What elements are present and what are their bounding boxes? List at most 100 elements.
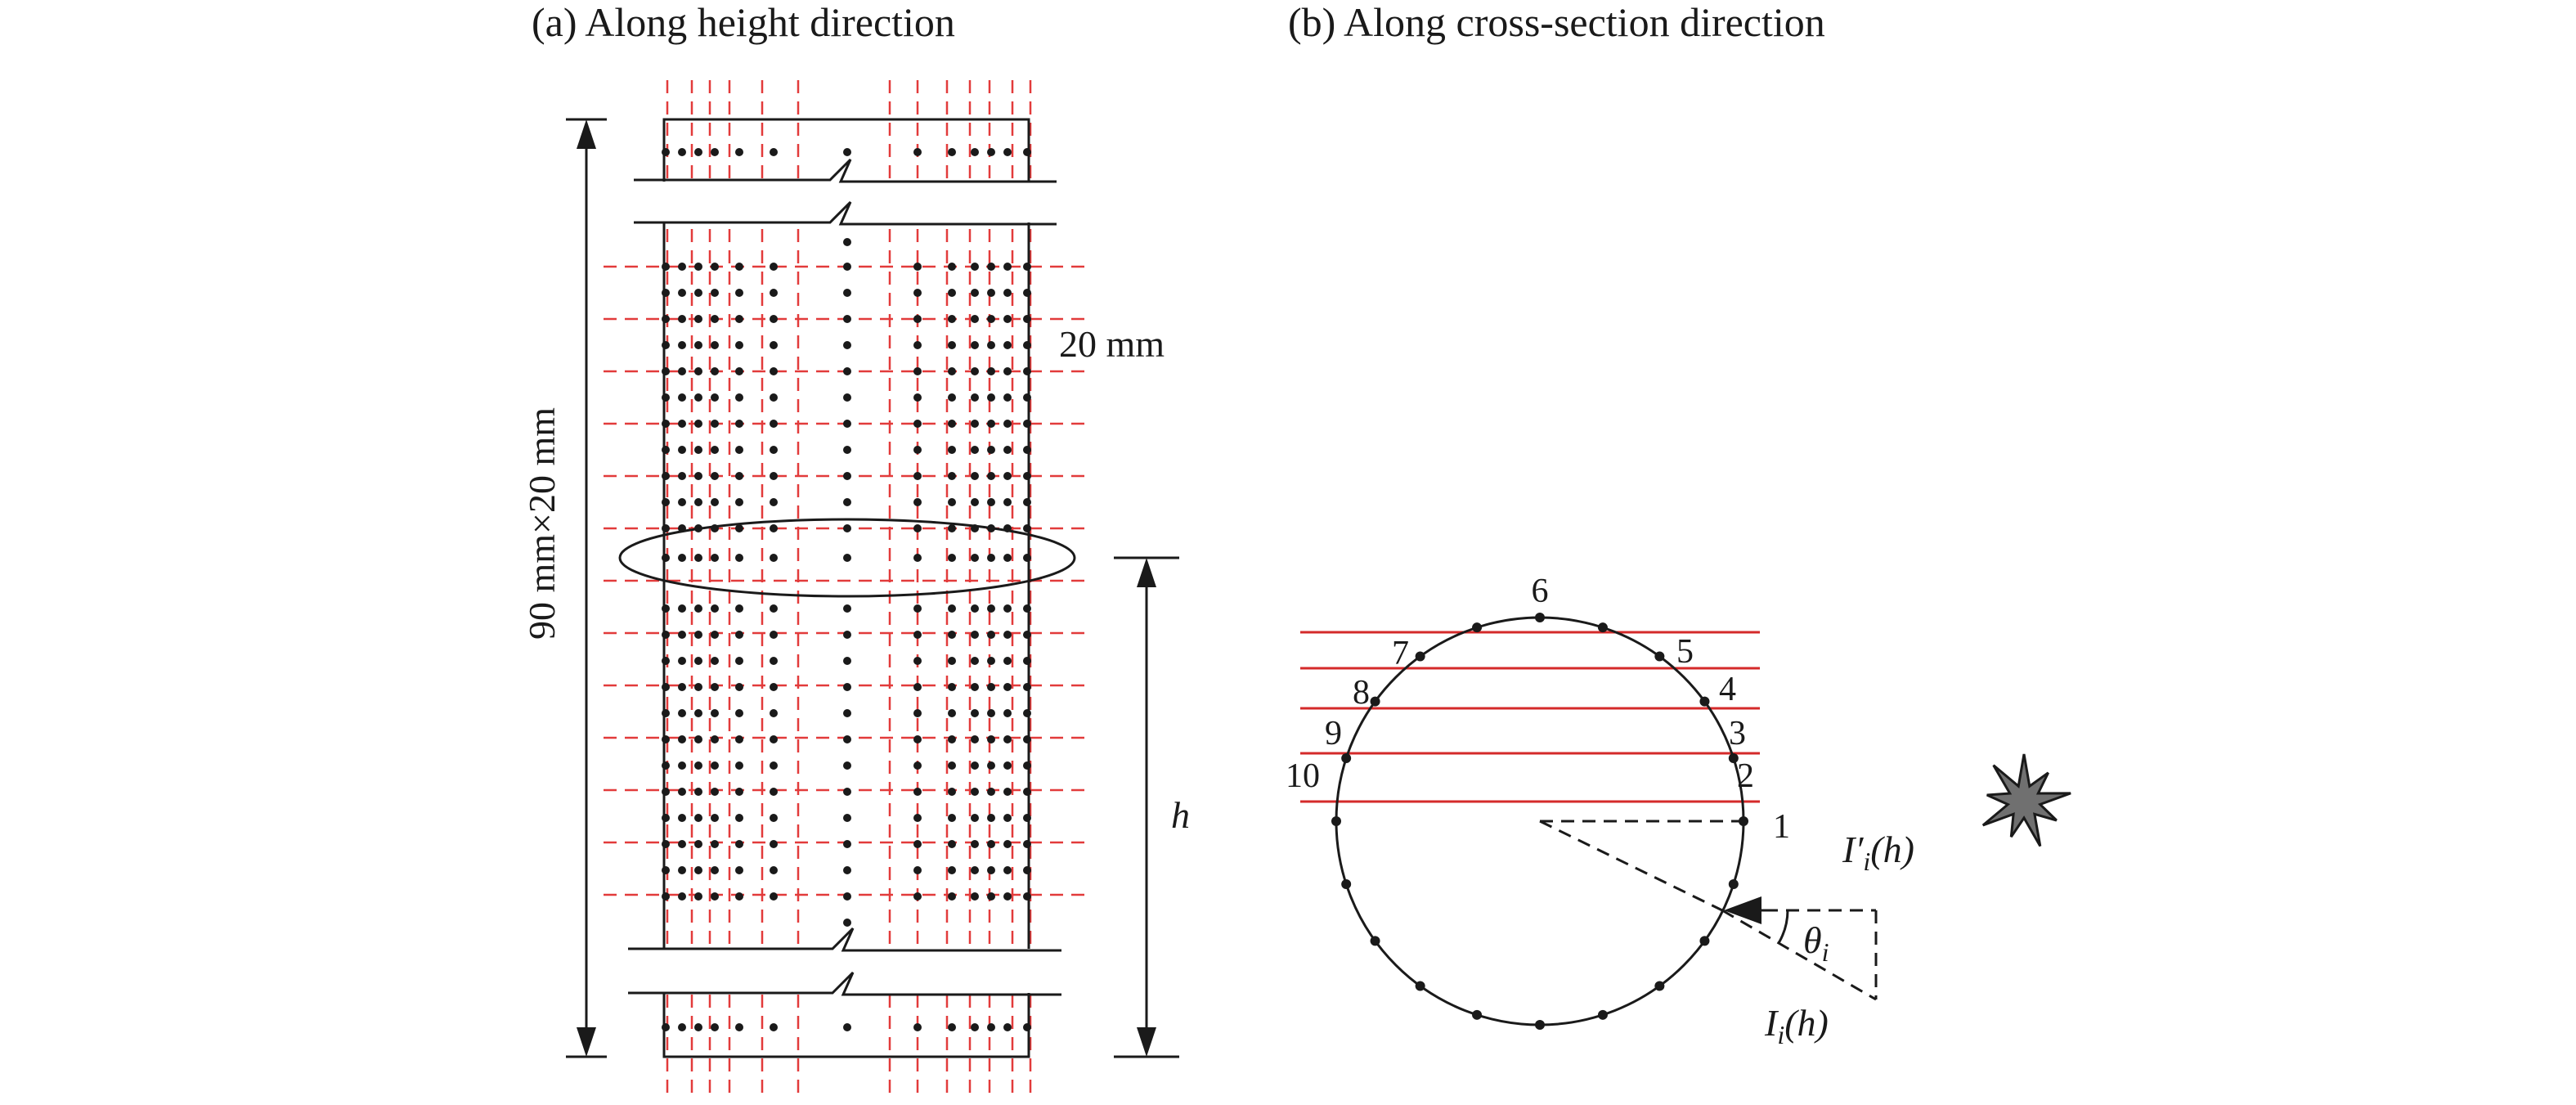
panel-b-cross-section: (b) Along cross-section direction 123456… [1286, 0, 2071, 1049]
refracted-intensity-label: Ii(h) [1764, 1002, 1829, 1049]
measurement-point [711, 315, 719, 323]
measurement-point [843, 393, 851, 402]
measurement-point [770, 148, 778, 156]
measurement-point [1003, 315, 1012, 323]
height-h-label: h [1171, 794, 1190, 836]
measurement-point [711, 1023, 719, 1031]
measurement-point [1023, 393, 1031, 402]
measurement-point [987, 761, 995, 770]
measurement-point [843, 524, 851, 532]
measurement-point [678, 341, 686, 349]
height-h-dimension [1114, 556, 1179, 1058]
measurement-point [678, 367, 686, 375]
measurement-point [948, 446, 956, 454]
measurement-point [987, 683, 995, 691]
point-label-1: 1 [1773, 808, 1790, 846]
measurement-point [662, 315, 670, 323]
measurement-point [770, 683, 778, 691]
measurement-point [1003, 814, 1012, 822]
measurement-point [711, 761, 719, 770]
measurement-point [843, 866, 851, 874]
red-chord-lines [1300, 631, 1760, 803]
measurement-point [971, 814, 979, 822]
measurement-point [694, 1023, 702, 1031]
measurement-point [1023, 892, 1031, 901]
measurement-point [678, 263, 686, 271]
measurement-point [948, 554, 956, 562]
measurement-point [662, 472, 670, 480]
measurement-point [948, 892, 956, 901]
measurement-point [987, 263, 995, 271]
circumference-point [1535, 1020, 1545, 1030]
measurement-point [1023, 420, 1031, 428]
measurement-point [913, 788, 922, 796]
measurement-point [913, 341, 922, 349]
measurement-point [948, 814, 956, 822]
measurement-point [971, 148, 979, 156]
circumference-point [1415, 981, 1425, 991]
measurement-point [770, 761, 778, 770]
measurement-point [711, 420, 719, 428]
measurement-point [662, 709, 670, 717]
measurement-point [770, 604, 778, 613]
measurement-point [971, 554, 979, 562]
measurement-point [913, 289, 922, 297]
measurement-point [948, 657, 956, 665]
measurement-point [948, 709, 956, 717]
measurement-point [1003, 289, 1012, 297]
point-label-9: 9 [1325, 715, 1342, 752]
measurement-point [843, 735, 851, 743]
measurement-point [711, 866, 719, 874]
measurement-point [711, 367, 719, 375]
measurement-point [948, 393, 956, 402]
radius-dashed-line [1539, 820, 1723, 912]
measurement-point [694, 393, 702, 402]
measurement-point [1003, 554, 1012, 562]
measurement-point [843, 840, 851, 848]
measurement-point [711, 657, 719, 665]
measurement-point [843, 814, 851, 822]
measurement-point [735, 524, 743, 532]
measurement-point [662, 761, 670, 770]
measurement-point [694, 498, 702, 506]
measurement-point [694, 446, 702, 454]
measurement-point [735, 341, 743, 349]
measurement-point [1023, 524, 1031, 532]
measurement-point [971, 263, 979, 271]
measurement-point [694, 657, 702, 665]
measurement-point [694, 604, 702, 613]
measurement-point [678, 315, 686, 323]
measurement-point [1023, 263, 1031, 271]
measurement-point [843, 604, 851, 613]
measurement-point [913, 892, 922, 901]
measurement-point [694, 631, 702, 639]
measurement-point [971, 367, 979, 375]
measurement-point [913, 1023, 922, 1031]
measurement-point [1003, 892, 1012, 901]
measurement-point [843, 683, 851, 691]
measurement-point [678, 892, 686, 901]
point-label-2: 2 [1737, 757, 1754, 795]
measurement-point [948, 524, 956, 532]
measurement-point [987, 735, 995, 743]
measurement-point [971, 472, 979, 480]
measurement-point [913, 263, 922, 271]
measurement-point [1023, 788, 1031, 796]
measurement-point [735, 866, 743, 874]
measurement-point [948, 263, 956, 271]
measurement-point [735, 604, 743, 613]
measurement-point [843, 420, 851, 428]
measurement-point [948, 420, 956, 428]
measurement-point [694, 315, 702, 323]
measurement-point [987, 604, 995, 613]
measurement-point [913, 472, 922, 480]
measurement-point [770, 289, 778, 297]
measurement-point [735, 788, 743, 796]
measurement-point [711, 709, 719, 717]
point-label-8: 8 [1353, 674, 1370, 712]
measurement-point [971, 1023, 979, 1031]
measurement-point [971, 289, 979, 297]
measurement-point [843, 892, 851, 901]
measurement-point [678, 683, 686, 691]
